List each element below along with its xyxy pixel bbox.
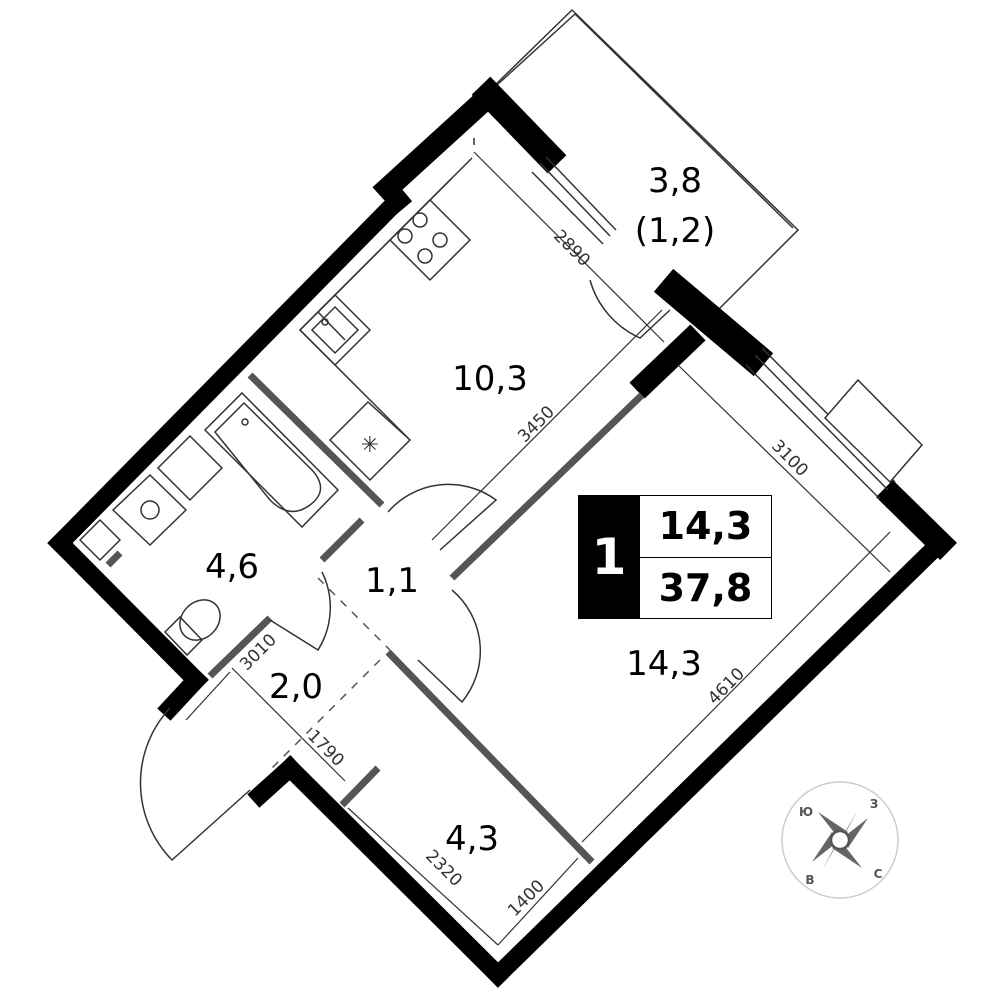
room-count: 1 — [578, 495, 640, 619]
balcony-outline — [489, 8, 800, 311]
stove — [388, 198, 472, 282]
burner-icon — [397, 228, 413, 244]
bathroom-sink — [111, 473, 188, 547]
balcony-area: 3,8 — [648, 161, 702, 201]
dimension-1790: 1790 — [303, 726, 348, 771]
dimension-2890: 2890 — [549, 226, 594, 271]
hall-area: 2,0 — [269, 667, 323, 707]
kitchen-area: 10,3 — [452, 359, 528, 399]
compass-east: В — [805, 873, 814, 887]
bathtub — [203, 391, 340, 529]
kitchen-sink — [298, 293, 372, 367]
area-summary: 14,3 37,8 — [640, 495, 772, 619]
toilet — [179, 599, 221, 641]
burner-icon — [412, 212, 428, 228]
dimension-4610: 4610 — [704, 664, 749, 709]
balcony-reduced-area: (1,2) — [635, 211, 716, 251]
fridge-icon: ✳ — [361, 433, 379, 458]
fridge — [328, 400, 412, 482]
partitions — [105, 372, 645, 865]
washing-machine — [156, 434, 224, 502]
apartment-summary: 1 14,3 37,8 — [578, 495, 772, 619]
compass-south: Ю — [799, 805, 813, 819]
compass-west: С — [874, 867, 883, 881]
entry-area: 4,3 — [445, 819, 499, 859]
dashed-boundary — [267, 577, 391, 773]
total-area: 37,8 — [658, 565, 753, 610]
burner-icon — [417, 248, 433, 264]
doors — [139, 138, 671, 862]
ac-unit — [823, 378, 924, 484]
dimension-lines — [185, 151, 891, 946]
burner-icon — [432, 232, 448, 248]
corridor-area: 1,1 — [365, 561, 419, 601]
compass-north: З — [870, 797, 879, 811]
living-area: 14,3 — [626, 644, 702, 684]
living-area-total: 14,3 — [640, 496, 771, 558]
dimension-3450: 3450 — [514, 402, 559, 447]
compass-icon: Ю З В С — [781, 781, 899, 899]
outer-walls — [47, 76, 957, 988]
bathroom-furniture — [78, 391, 340, 657]
bathroom-area: 4,6 — [205, 547, 259, 587]
kitchen-furniture — [298, 157, 473, 482]
